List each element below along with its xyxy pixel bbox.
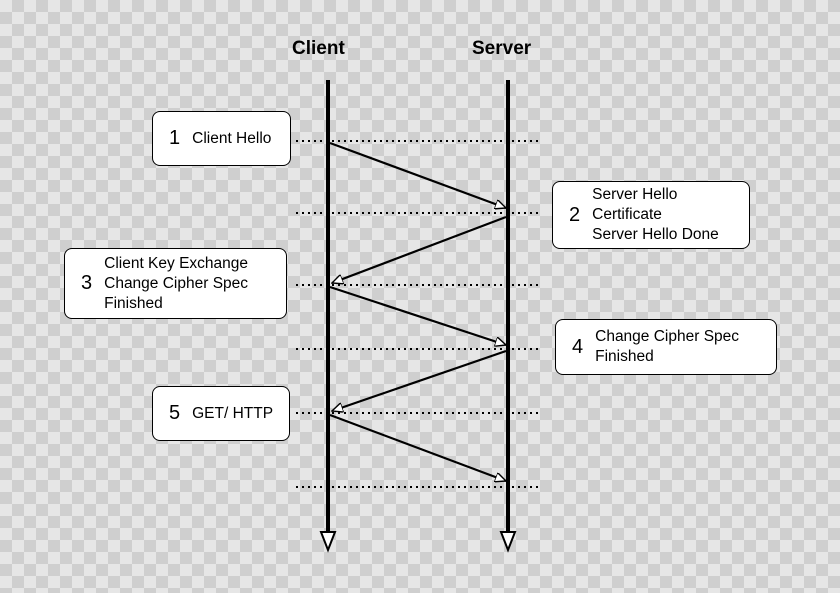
step-4-number: 4 <box>572 335 584 358</box>
row-guides <box>296 140 540 488</box>
step-2-line-3: Server Hello Done <box>592 226 719 243</box>
step-5-line-1: GET/ HTTP <box>192 404 274 422</box>
client-heading: Client <box>292 38 345 59</box>
server-heading: Server <box>472 38 532 59</box>
step-3-line-1: Client Key Exchange <box>104 254 249 272</box>
step-1-number: 1 <box>169 127 181 149</box>
step-2-number: 2 <box>569 203 581 226</box>
step-4-box: 4 Change Cipher Spec Finished <box>555 319 777 375</box>
step-3-line-3: Finished <box>104 294 163 312</box>
step-2-line-2: Certificate <box>592 206 662 223</box>
step-5-number: 5 <box>169 402 181 424</box>
step-3-box: 3 Client Key Exchange Change Cipher Spec… <box>64 248 287 319</box>
step-5-box: 5 GET/ HTTP <box>152 386 290 441</box>
client-lifeline-arrowhead <box>319 531 337 553</box>
server-lifeline-arrowhead <box>499 531 517 553</box>
step-4-line-1: Change Cipher Spec <box>595 328 740 345</box>
message-arrow-2 <box>332 215 507 283</box>
step-3-line-2: Change Cipher Spec <box>104 274 249 292</box>
step-3-number: 3 <box>81 272 93 294</box>
step-2-line-1: Server Hello <box>592 186 678 203</box>
message-arrow-3 <box>329 285 506 345</box>
step-4-line-2: Finished <box>595 348 654 365</box>
step-1-box: 1 Client Hello <box>152 111 291 166</box>
message-arrow-1 <box>329 141 506 208</box>
message-arrow-5 <box>329 413 506 481</box>
message-arrow-4 <box>332 349 507 411</box>
step-1-line-1: Client Hello <box>192 129 272 147</box>
step-2-box: 2 Server Hello Certificate Server Hello … <box>552 181 750 249</box>
